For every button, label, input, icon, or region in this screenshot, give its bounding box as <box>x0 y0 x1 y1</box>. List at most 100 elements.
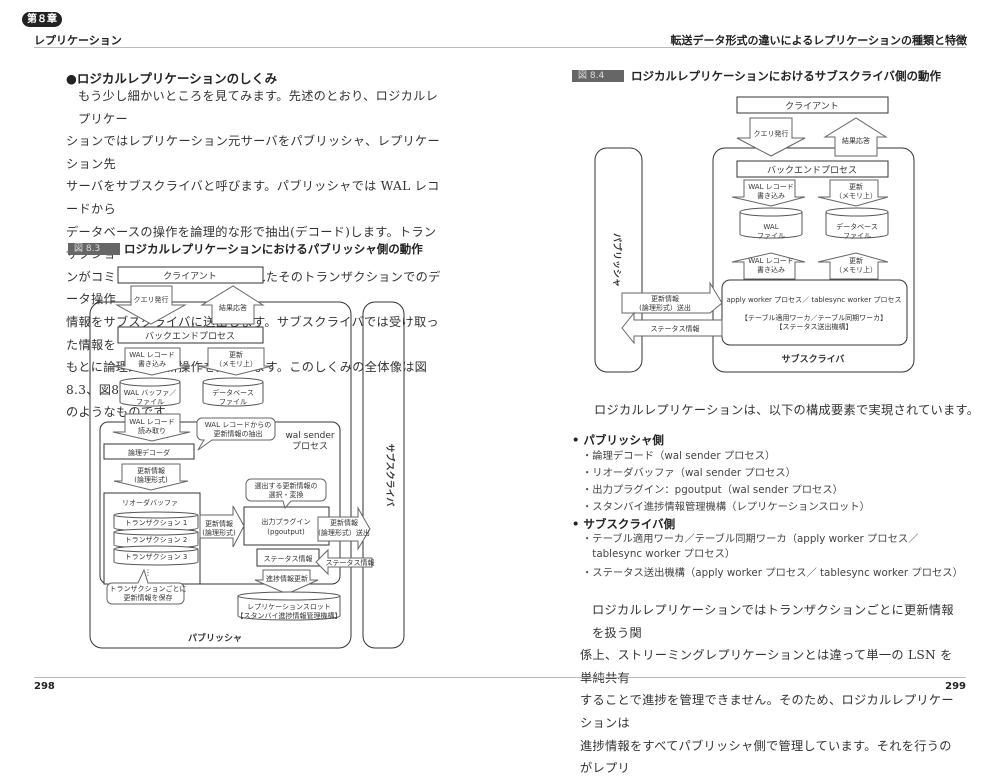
backend-label: バックエンドプロセス <box>145 331 235 342</box>
send-label-2: (論理形式）送出 <box>318 528 370 537</box>
client-label: クライアント <box>785 101 839 112</box>
status-out-arrow <box>621 311 723 345</box>
subscriber-vertical-label: サブスクライバ <box>384 444 396 507</box>
tx-label-2: トランザクション 2 <box>125 536 188 544</box>
left-page-number: 298 <box>34 681 55 692</box>
select-note-1: 選出する更新情報の <box>255 481 318 490</box>
list-heading-text: サブスクライバ側 <box>583 517 676 531</box>
right-page-number: 299 <box>945 681 966 692</box>
publisher-side-list: • パブリッシャ側 ・論理デコード（wal sender プロセス） ・リオーダ… <box>572 432 962 516</box>
save-callout <box>106 568 185 605</box>
list-item: tablesync worker プロセス） <box>582 548 736 560</box>
wal-write-label-2: 書き込み <box>757 191 785 200</box>
subscriber-side-list: • サブスクライバ側 ・テーブル適用ワーカ／テーブル同期ワーカ（apply wo… <box>572 516 963 582</box>
tx-label-1: トランザクション 1 <box>125 519 188 527</box>
worker-box <box>721 279 908 346</box>
status-in-arrow <box>315 548 373 576</box>
list-item: ・スタンバイ進捗情報管理機構（レプリケーションスロット） <box>582 501 870 513</box>
wal-buffer-label-1: WAL バッファ／ <box>124 389 176 397</box>
text-line: 係上、ストリーミングレプリケーションとは違って単一の LSN を単純共有 <box>580 648 953 685</box>
upd-info-label-2: (論理形式) <box>134 475 168 484</box>
subscriber-container <box>362 301 405 649</box>
wal-write-label-1: WAL レコード <box>129 351 174 359</box>
reorder-label: リオーダバッファ <box>122 498 178 507</box>
wal-buffer-cylinder <box>119 377 181 407</box>
figure-title: ロジカルレプリケーションにおけるサブスクライバ側の動作 <box>631 69 942 83</box>
status-out-label: ステータス情報 <box>651 324 700 333</box>
db-file-label-1: データベース <box>836 222 878 231</box>
update-arrow <box>197 347 273 376</box>
db-file-label-2: ファイル <box>219 398 247 406</box>
walsender-label-2: プロセス <box>292 441 328 452</box>
right-paragraph: ロジカルレプリケーションではトランザクションごとに更新情報を扱う関 係上、ストリ… <box>580 599 960 780</box>
list-heading: • サブスクライバ側 <box>572 517 676 531</box>
update-up-arrow <box>817 252 889 280</box>
recv-label-1: 更新情報 <box>651 294 679 303</box>
wal-read-arrow <box>112 413 191 442</box>
figure-label: 図 8.4 <box>572 70 624 82</box>
progress-arrow <box>254 569 319 595</box>
response-arrow <box>823 117 888 157</box>
subscriber-label: サブスクライバ <box>782 353 845 365</box>
wal-read-label-1: WAL レコード <box>129 418 174 426</box>
worker-label-1: apply worker プロセス／ tablesync worker プロセス <box>727 296 902 304</box>
db-file-cylinder <box>825 207 889 239</box>
figure-label: 図 8.3 <box>68 243 120 255</box>
wal-file-cylinder <box>739 207 803 239</box>
plugin-box <box>243 506 330 546</box>
select-note-2: 選択・変換 <box>269 490 304 499</box>
select-callout <box>245 478 327 510</box>
wal-file-label-2: ファイル <box>757 232 785 240</box>
publisher-label: パブリッシャ <box>188 632 242 644</box>
chapter-badge: 第８章 <box>22 12 62 27</box>
plugin-label-1: 出力プラグイン <box>262 517 311 526</box>
slot-label-2: 【スタンバイ進捗情報管理機構】 <box>237 611 342 620</box>
text-line: することで進捗を管理できません。そのため、ロジカルレプリケーションは <box>580 693 954 730</box>
slot-cylinder <box>237 591 341 621</box>
publisher-vertical-label: パブリッシャ <box>611 233 623 287</box>
save-note-1: トランザクションごとに <box>110 584 187 593</box>
progress-label: 進捗情報更新 <box>266 574 308 583</box>
update-arrow <box>817 179 889 207</box>
upd-info-arrow <box>113 463 189 491</box>
text-line: 進捗情報をすべてパブリッシャ側で管理しています。それを行うのがレプリ <box>580 738 952 776</box>
mid-upd-arrow <box>199 505 245 548</box>
update-label-2: （メモリ上） <box>835 191 877 200</box>
subscriber-container <box>712 147 915 373</box>
recv-arrow <box>621 281 723 314</box>
response-label: 結果応答 <box>842 136 870 145</box>
extract-label-2: 更新情報の抽出 <box>214 429 263 438</box>
client-box <box>117 266 264 284</box>
text-line: サーバをサブスクライバと呼びます。パブリッシャでは WAL レコードから <box>66 179 440 216</box>
publisher-container <box>594 147 643 373</box>
list-item: ・リオーダバッファ（wal sender プロセス） <box>582 467 796 479</box>
backend-box <box>736 160 889 178</box>
wal-write-label-2: 書き込み <box>138 359 166 368</box>
query-label: クエリ発行 <box>754 129 789 138</box>
intro-text: ロジカルレプリケーションは、以下の構成要素で実現されています。 <box>594 403 980 417</box>
db-file-label-2: ファイル <box>843 232 871 240</box>
figure-8-3-diagram: クライアント クエリ発行 結果応答 バックエンドプロセス WAL レコード 書き… <box>89 266 405 649</box>
query-arrow <box>736 117 806 157</box>
text-line: ションではレプリケーション元サーバをパブリッシャ、レプリケーション先 <box>66 134 441 171</box>
list-heading-text: パブリッシャ側 <box>583 433 664 447</box>
mid-upd-label-1: 更新情報 <box>205 519 233 528</box>
status-in-label: ステータス情報 <box>326 558 375 567</box>
update-up-label-1: 更新 <box>849 256 863 265</box>
text-line: ロジカルレプリケーションではトランザクションごとに更新情報を扱う関 <box>592 603 954 640</box>
query-label: クエリ発行 <box>134 295 169 304</box>
backend-label: バックエンドプロセス <box>767 165 857 176</box>
extract-label-1: WAL レコードからの <box>205 421 271 429</box>
walsender-label-1: wal sender <box>285 431 334 441</box>
wal-write-up-label-1: WAL レコード <box>748 257 793 265</box>
status-label: ステータス情報 <box>264 554 313 563</box>
list-item: ・ステータス送出機構（apply worker プロセス／ tablesync … <box>582 567 963 579</box>
footer-rule <box>34 677 966 678</box>
mid-upd-label-2: (論理形式) <box>202 528 236 537</box>
send-label-1: 更新情報 <box>330 518 358 527</box>
wal-file-label-1: WAL <box>763 223 778 231</box>
wal-write-arrow <box>731 179 806 207</box>
send-arrow <box>317 506 371 551</box>
list-item: ・論理デコード（wal sender プロセス） <box>582 450 776 462</box>
plugin-label-2: (pgoutput) <box>267 528 305 536</box>
